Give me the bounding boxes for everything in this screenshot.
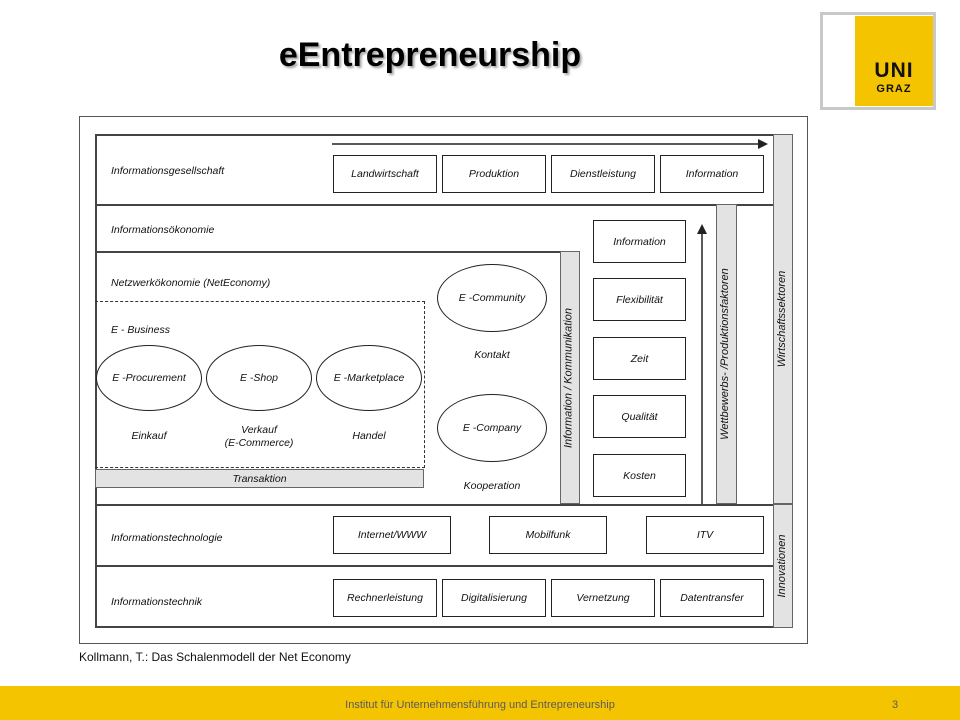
- bar-wirtschaftssektoren: [773, 134, 793, 504]
- factor-box: Zeit: [593, 337, 686, 380]
- bar-wettbewerb: [716, 204, 737, 504]
- technology-box: ITV: [646, 516, 764, 554]
- label-wettbewerb: Wettbewerbs- /Produktionsfaktoren: [719, 268, 731, 440]
- footer-bar: [0, 686, 960, 720]
- ebusiness-region: [95, 301, 425, 468]
- sub-kooperation: Kooperation: [463, 480, 521, 492]
- sub-verkauf: Verkauf: [241, 424, 277, 436]
- row-separator-3: [95, 504, 773, 506]
- technik-box: Vernetzung: [551, 579, 655, 617]
- logo-text: UNI GRAZ: [855, 59, 933, 98]
- sector-box: Produktion: [442, 155, 546, 193]
- label-kommunikation: Information / Kommunikation: [562, 308, 575, 449]
- ellipse-community: E -Community: [437, 264, 547, 332]
- ebusiness-label: E - Business: [111, 324, 170, 336]
- logo-line1: UNI: [874, 59, 914, 82]
- sector-box: Information: [660, 155, 764, 193]
- sector-box: Landwirtschaft: [333, 155, 437, 193]
- vertical-arrow-icon: [697, 224, 707, 504]
- technik-box: Digitalisierung: [442, 579, 546, 617]
- row-separator-4: [95, 565, 773, 567]
- factor-box: Kosten: [593, 454, 686, 497]
- technik-box: Datentransfer: [660, 579, 764, 617]
- bar-innovationen: [773, 504, 793, 628]
- horizontal-arrow-icon: [332, 139, 768, 149]
- row-separator-1: [95, 204, 773, 206]
- label-wirtschaftssektoren: Wirtschaftssektoren: [776, 270, 788, 368]
- row-informationstechnik: Informationstechnik: [111, 596, 203, 608]
- factor-box: Flexibilität: [593, 278, 686, 321]
- sector-box: Dienstleistung: [551, 155, 655, 193]
- ellipse-shop: E -Shop: [206, 345, 312, 411]
- page-number: 3: [892, 699, 899, 711]
- technology-box: Internet/WWW: [333, 516, 451, 554]
- bar-kommunikation: [560, 251, 580, 504]
- sub-einkauf: Einkauf: [131, 430, 167, 442]
- factor-box: Information: [593, 220, 686, 263]
- row-informationsgesellschaft: Informationsgesellschaft: [111, 165, 225, 177]
- ellipse-marketplace: E -Marketplace: [316, 345, 422, 411]
- logo-line2: GRAZ: [876, 83, 912, 95]
- factor-box: Qualität: [593, 395, 686, 438]
- sub-handel: Handel: [352, 430, 386, 442]
- footer-text: Institut für Unternehmensführung und Ent…: [345, 699, 615, 711]
- transaktion-bar: Transaktion: [95, 469, 424, 488]
- row-separator-2: [95, 251, 560, 253]
- row-informationstechnologie: Informationstechnologie: [111, 532, 223, 544]
- figure-caption: Kollmann, T.: Das Schalenmodell der Net …: [79, 650, 351, 664]
- label-innovationen: Innovationen: [776, 534, 788, 598]
- row-informationsoekonomie: Informationsökonomie: [111, 224, 215, 236]
- technik-box: Rechnerleistung: [333, 579, 437, 617]
- ellipse-company: E -Company: [437, 394, 547, 462]
- ellipse-procurement: E -Procurement: [96, 345, 202, 411]
- row-netzwerkoekonomie: Netzwerkökonomie (NetEconomy): [111, 277, 271, 289]
- sub-kontakt: Kontakt: [474, 349, 510, 361]
- technology-box: Mobilfunk: [489, 516, 607, 554]
- uni-graz-logo: [855, 16, 933, 106]
- sub-ecommerce: (E-Commerce): [224, 437, 294, 449]
- page-title: eEntrepreneurship: [278, 36, 582, 74]
